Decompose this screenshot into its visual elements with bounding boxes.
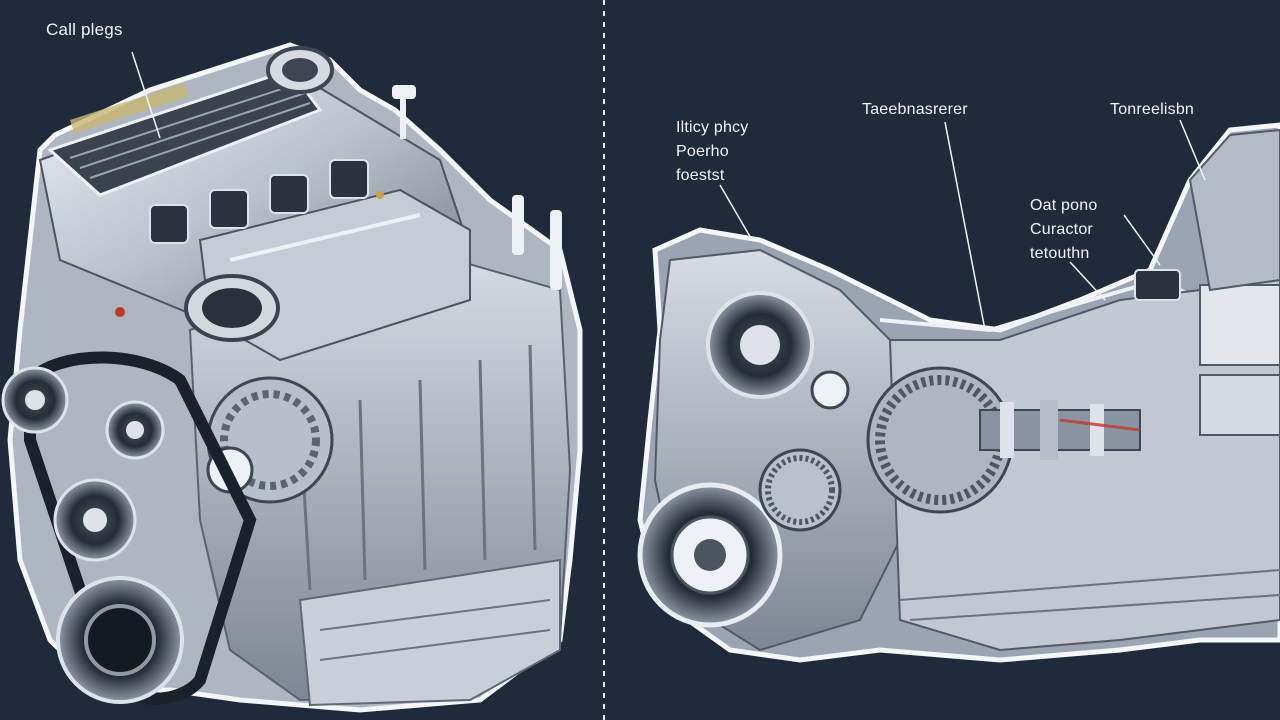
label-oat-pono: Oat pono Curactor tetouthn — [1030, 194, 1097, 266]
label-line: Ilticy phcy — [676, 119, 749, 136]
engine-illustration — [1, 42, 583, 713]
label-tonreelisbn: Tonreelisbn — [1110, 98, 1194, 122]
label-call-plegs: Call plegs — [46, 18, 123, 42]
oil-pan — [298, 558, 561, 707]
leader-line-ilticy — [719, 184, 753, 241]
label-line: foestst — [676, 167, 725, 184]
coil-pack — [329, 159, 369, 199]
leader-line-oat-pono — [1123, 214, 1161, 266]
coil-pack — [149, 204, 189, 244]
coil-pack — [269, 174, 309, 214]
label-line: Call plegs — [46, 20, 123, 39]
transmission-illustration — [637, 119, 1280, 663]
label-ilticy-phcy: Ilticy phcy Poerho foestst — [676, 116, 748, 188]
leader-line-oat-pono-2 — [1069, 261, 1106, 301]
leader-line-taeebnasrerer — [944, 121, 986, 331]
planetary-gear — [758, 448, 842, 532]
transmission-case — [888, 278, 1280, 652]
label-line: Poerho — [676, 143, 729, 160]
leader-line-tonreelisbn — [1179, 119, 1206, 181]
label-line: Curactor — [1030, 221, 1093, 238]
leader-line-call-plegs — [131, 51, 161, 139]
tail-housing — [1188, 128, 1280, 292]
label-line: Taeebnasrerer — [862, 101, 968, 118]
label-line: tetouthn — [1030, 245, 1090, 262]
label-line: Oat pono — [1030, 197, 1098, 214]
coil-pack — [209, 189, 249, 229]
valve-body — [1199, 284, 1280, 366]
label-taeebnasrerer: Taeebnasrerer — [862, 98, 968, 122]
dipstick-handle — [392, 85, 416, 99]
label-line: Tonreelisbn — [1110, 101, 1195, 118]
